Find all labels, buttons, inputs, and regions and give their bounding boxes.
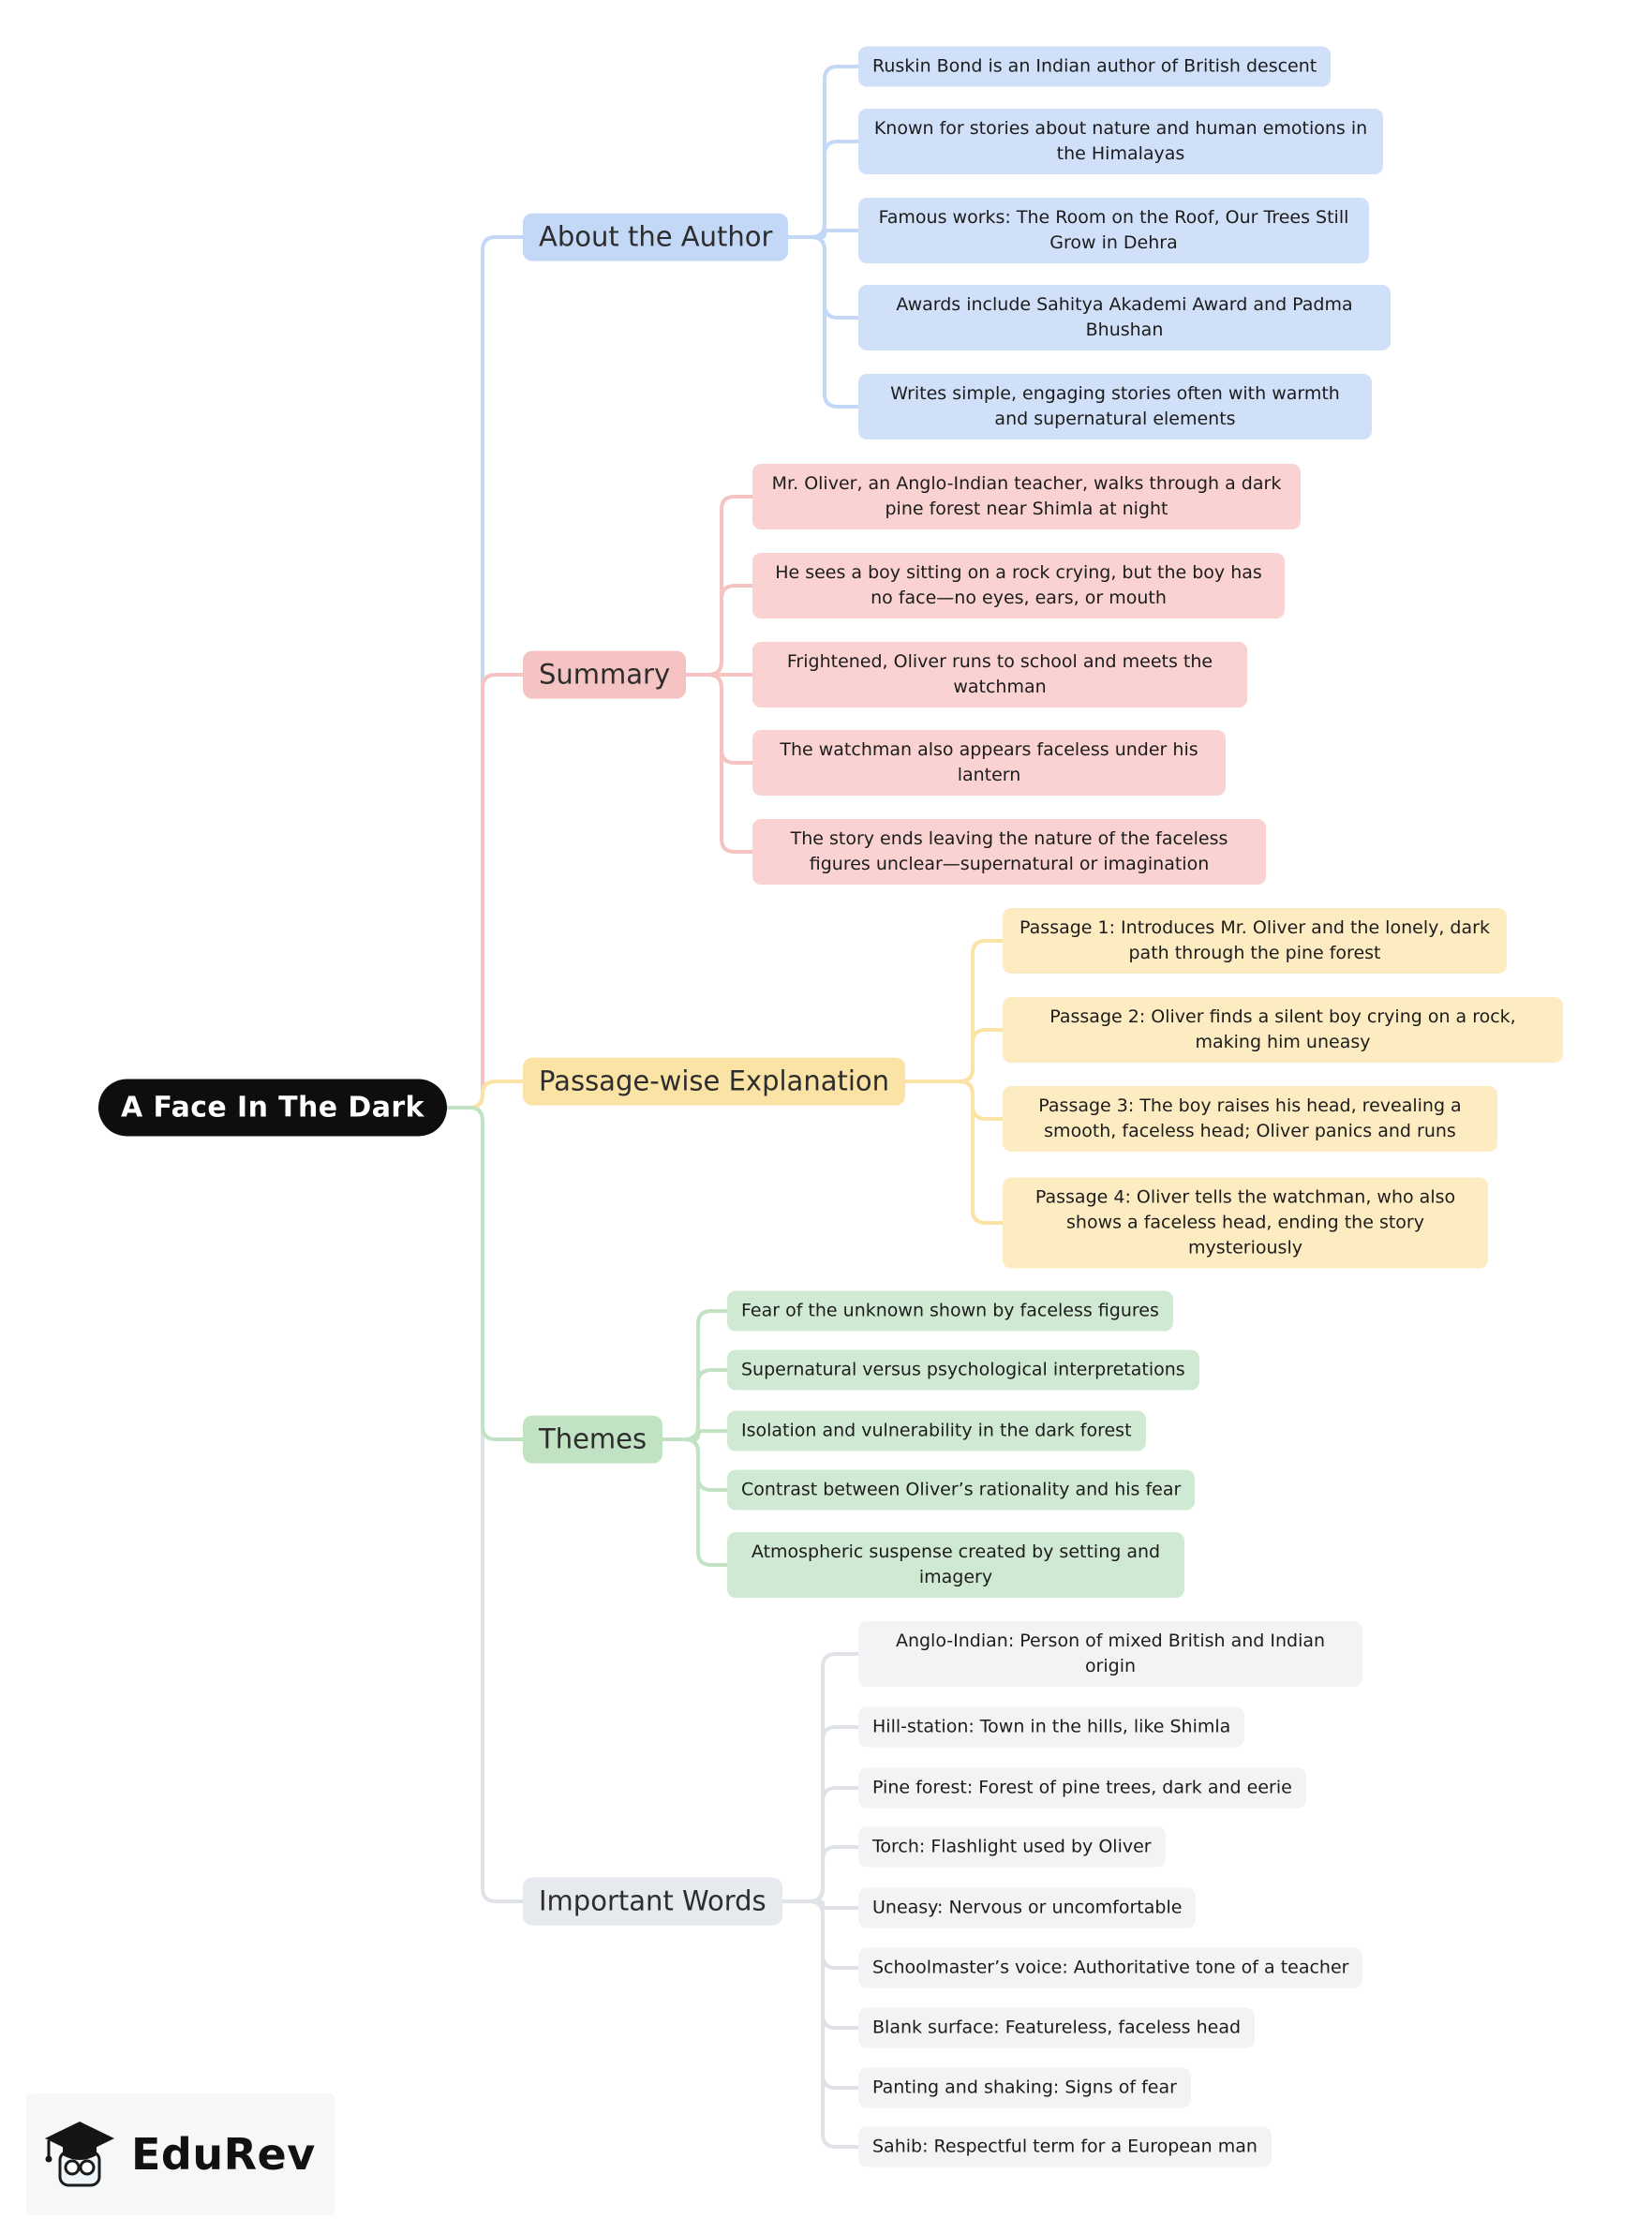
about-author-fact: Known for stories about nature and human… [858, 109, 1383, 174]
theme-item: Atmospheric suspense created by setting … [727, 1532, 1184, 1598]
important-word: Panting and shaking: Signs of fear [858, 2067, 1191, 2108]
theme-item: Contrast between Oliver’s rationality an… [727, 1469, 1196, 1511]
about-author-fact: Ruskin Bond is an Indian author of Briti… [858, 46, 1332, 87]
branch-label-important-words: Important Words [523, 1877, 782, 1926]
brand-name: EduRev [131, 2129, 316, 2180]
important-word: Hill-station: Town in the hills, like Sh… [858, 1706, 1245, 1748]
important-word: Uneasy: Nervous or uncomfortable [858, 1887, 1197, 1929]
passage-explanation: Passage 4: Oliver tells the watchman, wh… [1003, 1177, 1488, 1269]
about-author-fact: Awards include Sahitya Akademi Award and… [858, 285, 1391, 350]
summary-point: The story ends leaving the nature of the… [752, 819, 1266, 885]
important-word: Sahib: Respectful term for a European ma… [858, 2126, 1272, 2167]
branch-label-themes: Themes [523, 1415, 663, 1464]
branch-label-summary: Summary [523, 650, 687, 699]
passage-explanation: Passage 3: The boy raises his head, reve… [1003, 1086, 1497, 1152]
root-node: A Face In The Dark [98, 1079, 447, 1137]
summary-point: Frightened, Oliver runs to school and me… [752, 642, 1247, 707]
branch-label-passage-wise-explanation: Passage-wise Explanation [523, 1057, 906, 1106]
important-word: Torch: Flashlight used by Oliver [858, 1826, 1166, 1868]
theme-item: Fear of the unknown shown by faceless fi… [727, 1290, 1173, 1332]
edurev-logo: EduRev [26, 2093, 335, 2215]
graduation-cap-icon [45, 2122, 114, 2187]
important-word: Blank surface: Featureless, faceless hea… [858, 2007, 1256, 2048]
passage-explanation: Passage 2: Oliver finds a silent boy cry… [1003, 997, 1563, 1063]
important-word: Anglo-Indian: Person of mixed British an… [858, 1621, 1362, 1687]
about-author-fact: Famous works: The Room on the Roof, Our … [858, 198, 1369, 263]
theme-item: Isolation and vulnerability in the dark … [727, 1410, 1146, 1452]
branch-label-about-the-author: About the Author [523, 213, 789, 261]
important-word: Schoolmaster’s voice: Authoritative tone… [858, 1947, 1363, 1988]
summary-point: Mr. Oliver, an Anglo-Indian teacher, wal… [752, 464, 1301, 529]
important-word: Pine forest: Forest of pine trees, dark … [858, 1767, 1306, 1809]
passage-explanation: Passage 1: Introduces Mr. Oliver and the… [1003, 908, 1507, 974]
summary-point: The watchman also appears faceless under… [752, 730, 1226, 796]
summary-point: He sees a boy sitting on a rock crying, … [752, 553, 1285, 618]
about-author-fact: Writes simple, engaging stories often wi… [858, 374, 1372, 439]
theme-item: Supernatural versus psychological interp… [727, 1349, 1199, 1391]
